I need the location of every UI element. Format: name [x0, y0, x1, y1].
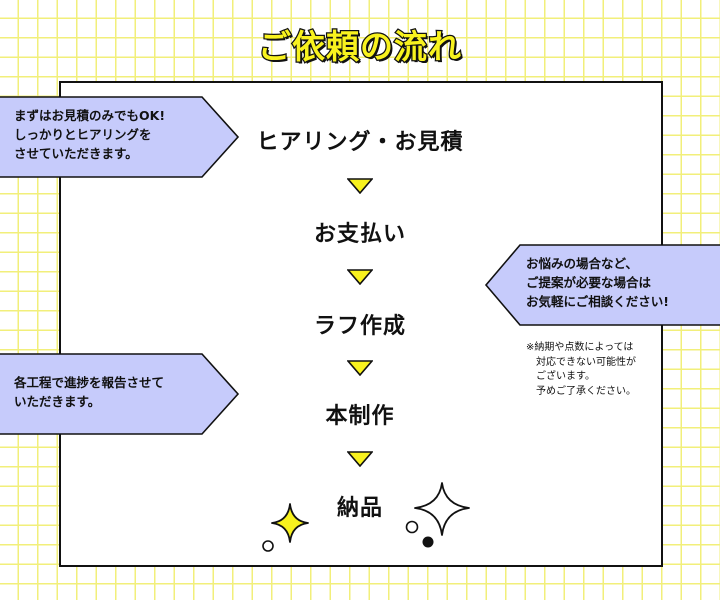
step-payment: お支払い — [313, 222, 406, 247]
callout-shape — [0, 353, 240, 435]
step-rough-draft: ラフ作成 — [313, 314, 406, 339]
callout-line: お気軽にご相談ください! — [526, 294, 669, 309]
callout-consult: お悩みの場合など、 ご提案が必要な場合は お気軽にご相談ください! — [484, 244, 720, 326]
down-arrow-icon — [347, 178, 373, 194]
step-hearing-estimate: ヒアリング・お見積 — [256, 130, 464, 155]
step-delivery: 納品 — [336, 496, 383, 521]
delivery-note: ※納期や点数によっては 対応できない可能性が ございます。 予めご了承ください。 — [526, 341, 636, 399]
callout-estimate: まずはお見積のみでもOK! しっかりとヒアリングを させていただきます。 — [0, 96, 240, 178]
down-arrow-icon — [347, 451, 373, 467]
callout-shape — [484, 244, 720, 326]
step-production: 本制作 — [325, 404, 395, 429]
callout-line: いただきます。 — [14, 394, 101, 409]
circle-icon — [262, 540, 274, 552]
callout-progress: 各工程で進捗を報告させて いただきます。 — [0, 353, 240, 435]
note-line: 対応できない可能性が — [536, 356, 636, 368]
callout-line: 各工程で進捗を報告させて — [14, 375, 165, 390]
callout-line: しっかりとヒアリングを — [14, 127, 152, 142]
sparkle-outline-icon — [414, 482, 470, 536]
page-title: ご依頼の流れ — [257, 26, 463, 68]
callout-line: させていただきます。 — [14, 146, 138, 161]
callout-shape — [0, 96, 240, 178]
callout-line: まずはお見積のみでもOK! — [14, 108, 166, 123]
down-arrow-icon — [347, 360, 373, 376]
circle-icon — [405, 520, 419, 534]
sparkle-icon — [271, 503, 309, 543]
callout-line: ご提案が必要な場合は — [526, 275, 652, 290]
note-line: ※納期や点数によっては — [526, 342, 634, 353]
callout-line: お悩みの場合など、 — [526, 256, 638, 271]
dot-icon — [422, 536, 434, 548]
note-line: ございます。 — [536, 371, 595, 382]
note-line: 予めご了承ください。 — [536, 385, 636, 397]
down-arrow-icon — [347, 269, 373, 285]
